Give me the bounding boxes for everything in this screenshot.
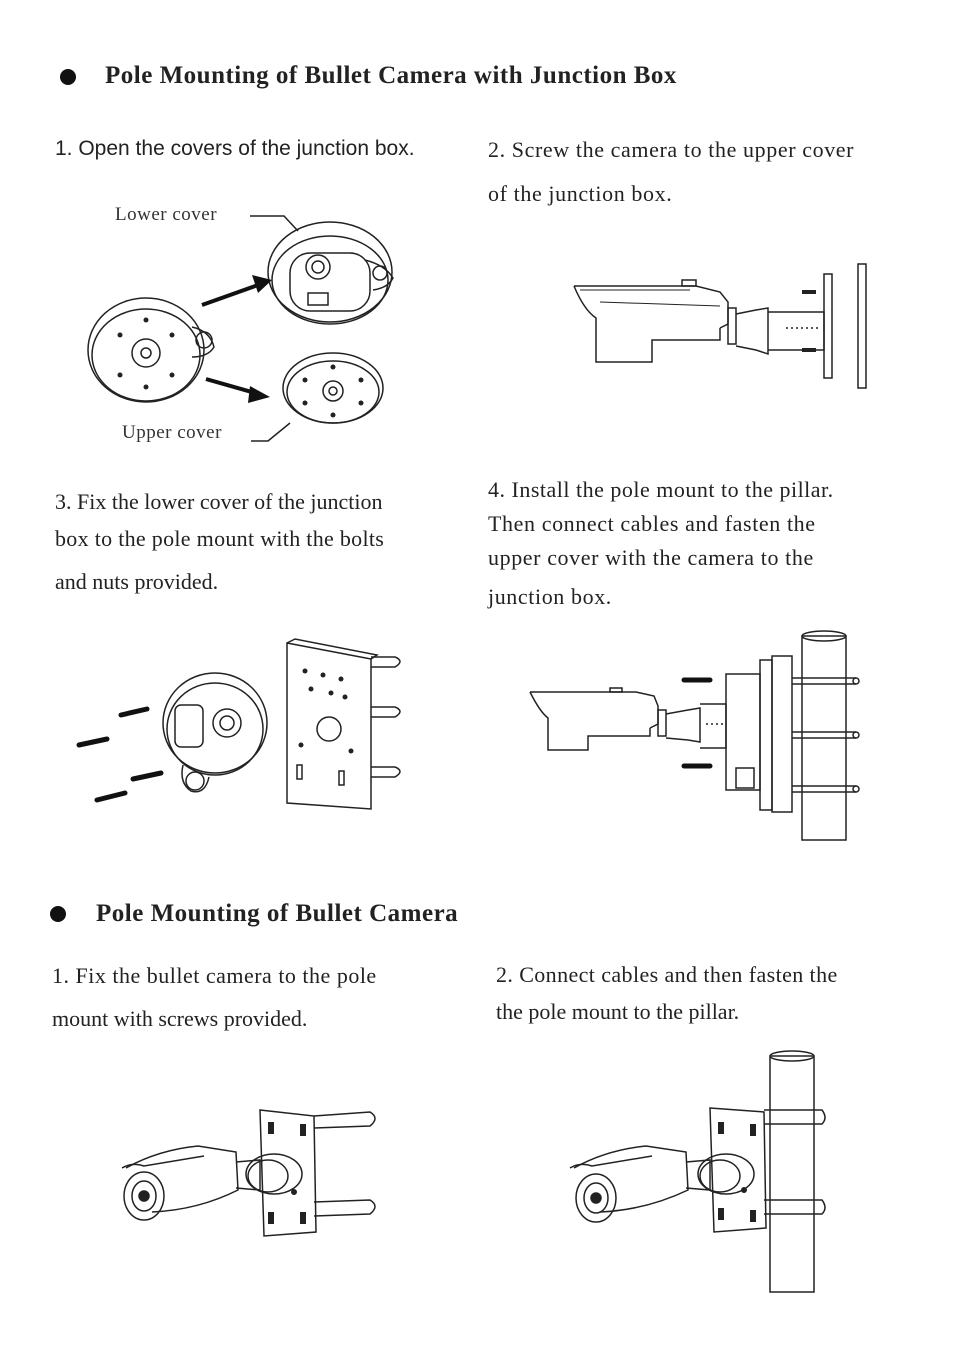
- camera-on-pillar-illustration: [526, 630, 866, 842]
- s1-step3-line2: box to the pole mount with the bolts: [55, 526, 385, 551]
- section2-title: Pole Mounting of Bullet Camera: [96, 900, 459, 927]
- section1-bullet-icon: [60, 69, 76, 85]
- s1-step2-line2: of the junction box.: [488, 181, 673, 206]
- s1-step4-line1: 4. Install the pole mount to the pillar.: [488, 477, 834, 502]
- section2-bullet-icon: [50, 906, 66, 922]
- s2-step2-line1: 2. Connect cables and then fasten the: [496, 962, 838, 987]
- s1-step3-line1: 3. Fix the lower cover of the junction: [55, 489, 383, 514]
- s2-step1-line1: 1. Fix the bullet camera to the pole: [52, 963, 377, 988]
- camera-upper-cover-illustration: [570, 262, 870, 390]
- s1-step3-line3: and nuts provided.: [55, 569, 219, 594]
- s2-step1-line2: mount with screws provided.: [52, 1006, 308, 1031]
- lower-cover-pole-mount-illustration: [75, 635, 415, 810]
- section1-title: Pole Mounting of Bullet Camera with Junc…: [105, 62, 677, 89]
- s1-step4-line3: upper cover with the camera to the: [488, 545, 814, 570]
- camera-pillar-illustration: [566, 1050, 828, 1300]
- junction-box-covers-illustration: [80, 205, 400, 450]
- s1-step2-line1: 2. Screw the camera to the upper cover: [488, 137, 855, 162]
- s2-step2-line2: the pole mount to the pillar.: [496, 999, 740, 1024]
- upper-cover-label: Upper cover: [122, 422, 222, 443]
- camera-pole-mount-illustration: [118, 1100, 380, 1240]
- s1-step1-line1: 1. Open the covers of the junction box.: [55, 137, 415, 160]
- s1-step4-line4: junction box.: [488, 584, 612, 609]
- s1-step4-line2: Then connect cables and fasten the: [488, 511, 816, 536]
- lower-cover-label: Lower cover: [115, 204, 218, 225]
